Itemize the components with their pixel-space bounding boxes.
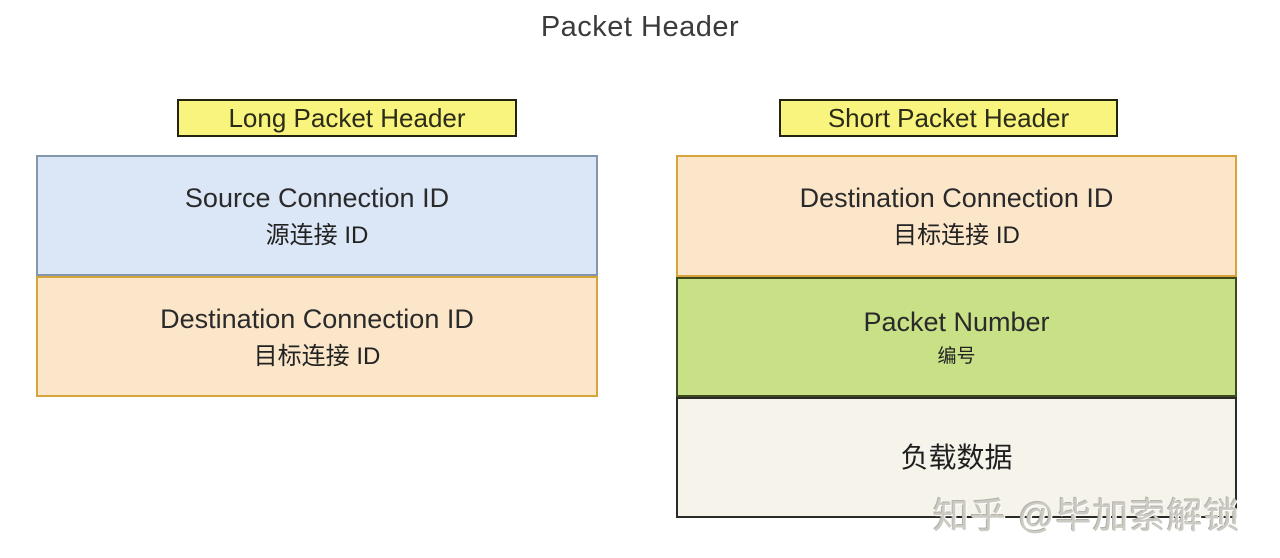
zhihu-watermark: 知乎 @毕加索解锁 bbox=[933, 495, 1241, 536]
short-header-cell-destination-connection-id: Destination Connection ID 目标连接 ID bbox=[676, 155, 1237, 277]
long-header-cell-destination-connection-id: Destination Connection ID 目标连接 ID bbox=[36, 276, 598, 397]
cell-text-zh: 编号 bbox=[937, 346, 976, 367]
short-packet-header-label: Short Packet Header bbox=[779, 99, 1118, 137]
cell-text-payload: 负载数据 bbox=[900, 441, 1013, 473]
cell-text-en: Packet Number bbox=[863, 307, 1050, 337]
short-header-cell-payload-data: 负载数据 bbox=[676, 397, 1237, 518]
short-packet-header-label-text: Short Packet Header bbox=[827, 102, 1070, 133]
long-packet-header-label: Long Packet Header bbox=[177, 99, 517, 137]
cell-text-zh: 目标连接 ID bbox=[253, 342, 381, 370]
cell-text-zh: 目标连接 ID bbox=[893, 222, 1020, 249]
diagram-title: Packet Header bbox=[540, 11, 740, 43]
cell-text-en: Source Connection ID bbox=[184, 182, 450, 213]
long-header-cell-source-connection-id: Source Connection ID 源连接 ID bbox=[36, 155, 598, 276]
cell-text-zh: 源连接 ID bbox=[265, 221, 369, 249]
cell-text-en: Destination Connection ID bbox=[160, 303, 474, 334]
short-header-cell-packet-number: Packet Number 编号 bbox=[676, 277, 1237, 397]
cell-text-en: Destination Connection ID bbox=[799, 183, 1114, 213]
long-packet-header-label-text: Long Packet Header bbox=[228, 102, 466, 133]
